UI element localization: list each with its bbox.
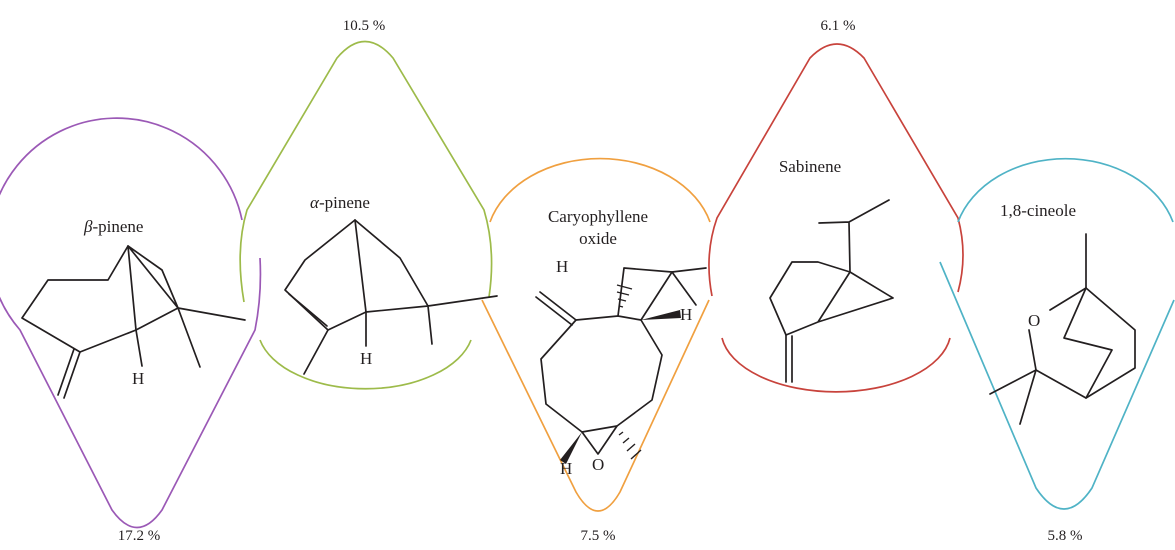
cineole-structure: O: [989, 233, 1136, 425]
sabinene-group: Sabinene 6.1 %: [708, 18, 964, 393]
alpha-pinene-suffix: -pinene: [319, 193, 370, 212]
cineole-percent: 5.8 %: [1048, 528, 1083, 544]
alpha-pinene-group: α-pinene 10.5 % H: [239, 18, 498, 390]
alpha-pinene-percent: 10.5 %: [343, 18, 386, 34]
caryophyllene-oxide-percent: 7.5 %: [581, 528, 616, 544]
sabinene-label: Sabinene: [779, 157, 841, 176]
caryophyllene-oxide-label-line2: oxide: [579, 229, 617, 248]
sabinene-percent: 6.1 %: [821, 18, 856, 34]
alpha-pinene-label: α-pinene: [310, 193, 370, 212]
caryophyllene-oxide-h-top: H: [556, 257, 568, 276]
cineole-label: 1,8-cineole: [1000, 201, 1076, 220]
caryophyllene-oxide-group: Caryophyllene oxide 7.5 % H H H: [481, 157, 711, 544]
cineole-group: 1,8-cineole 5.8 % O: [939, 157, 1175, 544]
sabinene-bottom-arc: [721, 337, 951, 393]
beta-pinene-h-atom: H: [132, 369, 144, 388]
beta-pinene-drop-outline: [0, 117, 262, 529]
caryophyllene-oxide-h-right: H: [680, 305, 692, 324]
beta-pinene-percent: 17.2 %: [118, 528, 161, 544]
alpha-pinene-structure: H: [284, 219, 498, 375]
alpha-pinene-h-atom: H: [360, 349, 372, 368]
beta-pinene-structure: H: [21, 245, 246, 399]
caryophyllene-oxide-label-line1: Caryophyllene: [548, 207, 648, 226]
sabinene-structure: [769, 199, 894, 383]
sabinene-drop-outline: [708, 43, 964, 297]
alpha-pinene-drop-outline: [239, 40, 493, 303]
beta-pinene-label: β-pinene: [83, 217, 143, 236]
caryophyllene-oxide-drop-outline: [481, 157, 711, 512]
cineole-o-atom: O: [1028, 311, 1040, 330]
alpha-pinene-greek: α: [310, 193, 320, 212]
caryophyllene-oxide-hashed-bonds: [616, 284, 642, 460]
beta-pinene-greek: β: [83, 217, 93, 236]
beta-pinene-suffix: -pinene: [92, 217, 143, 236]
beta-pinene-group: β-pinene 17.2 % H: [0, 117, 262, 544]
caryophyllene-oxide-o-atom: O: [592, 455, 604, 474]
cineole-drop-outline: [939, 157, 1175, 510]
caryophyllene-oxide-structure: H H H O: [535, 257, 707, 478]
alpha-pinene-bottom-arc: [259, 339, 472, 390]
caryophyllene-oxide-h-bottom: H: [560, 459, 572, 478]
